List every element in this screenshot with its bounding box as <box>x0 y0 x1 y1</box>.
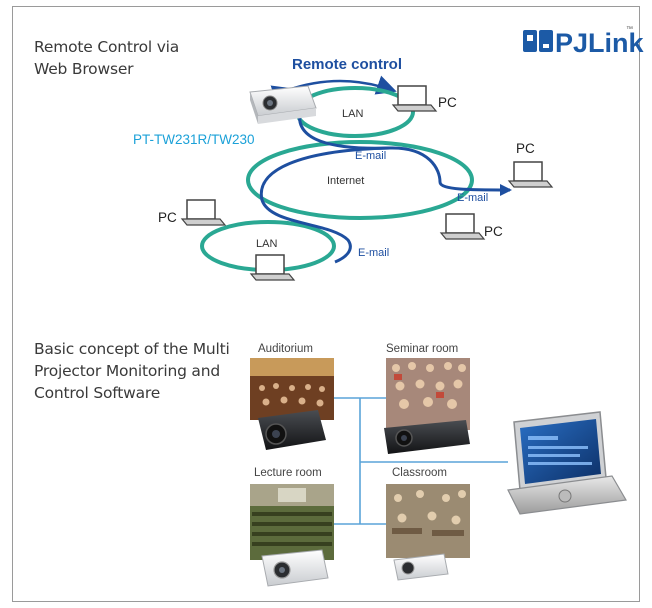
classroom-label: Classroom <box>392 467 447 479</box>
connection-lines <box>334 397 508 525</box>
classroom-projector <box>393 553 449 581</box>
lecture-room-photo <box>250 484 334 560</box>
section1-title-line2: Web Browser <box>34 60 134 78</box>
multi-monitoring-section-title: Basic concept of the Multi Projector Mon… <box>34 338 230 404</box>
internet-label: Internet <box>327 175 364 187</box>
classroom-photo <box>386 484 470 558</box>
pc-right-label: PC <box>516 141 535 156</box>
pc-bottom-icon <box>249 254 296 281</box>
section1-title-line1: Remote Control via <box>34 38 180 56</box>
remote-control-label: Remote control <box>292 56 402 73</box>
laptop-screen <box>520 419 601 484</box>
projector-icon <box>249 85 317 124</box>
logo-mark-j <box>539 30 553 52</box>
lecture-room-label: Lecture room <box>254 467 322 479</box>
email-label-3: E-mail <box>358 247 389 259</box>
monitoring-laptop <box>507 411 627 515</box>
seminar-room-projector <box>384 420 470 454</box>
email-path-bottom <box>259 146 391 264</box>
email-label-2: E-mail <box>457 192 488 204</box>
projector-model-label: PT-TW231R/TW230 <box>133 132 255 147</box>
auditorium-projector <box>258 410 326 450</box>
section2-title-line3: Control Software <box>34 384 161 402</box>
pc-top-label: PC <box>438 95 457 110</box>
logo-text: PJLink <box>555 28 645 58</box>
lan-top-label: LAN <box>342 108 363 120</box>
email-path-right <box>298 111 511 192</box>
lan-bottom-label: LAN <box>256 238 277 250</box>
pc-top-icon <box>391 85 438 112</box>
remote-control-section-title: Remote Control via Web Browser <box>34 36 179 80</box>
lecture-room-projector <box>261 549 329 587</box>
auditorium-photo <box>250 358 334 420</box>
internet-ring <box>246 140 474 220</box>
section2-title-line1: Basic concept of the Multi <box>34 340 230 358</box>
seminar-room-photo <box>386 358 470 430</box>
pc-left-icon <box>180 199 227 226</box>
auditorium-label: Auditorium <box>258 343 313 355</box>
pc-left-label: PC <box>158 210 177 225</box>
pjlink-logo: PJLink ™ <box>523 26 645 58</box>
pc-right-icon <box>507 161 554 188</box>
seminar-room-label: Seminar room <box>386 343 458 355</box>
section2-title-line2: Projector Monitoring and <box>34 362 220 380</box>
pc-mid-label: PC <box>484 224 503 239</box>
pc-mid-icon <box>439 213 486 240</box>
logo-tm: ™ <box>626 26 633 33</box>
email-label-1: E-mail <box>355 150 386 162</box>
